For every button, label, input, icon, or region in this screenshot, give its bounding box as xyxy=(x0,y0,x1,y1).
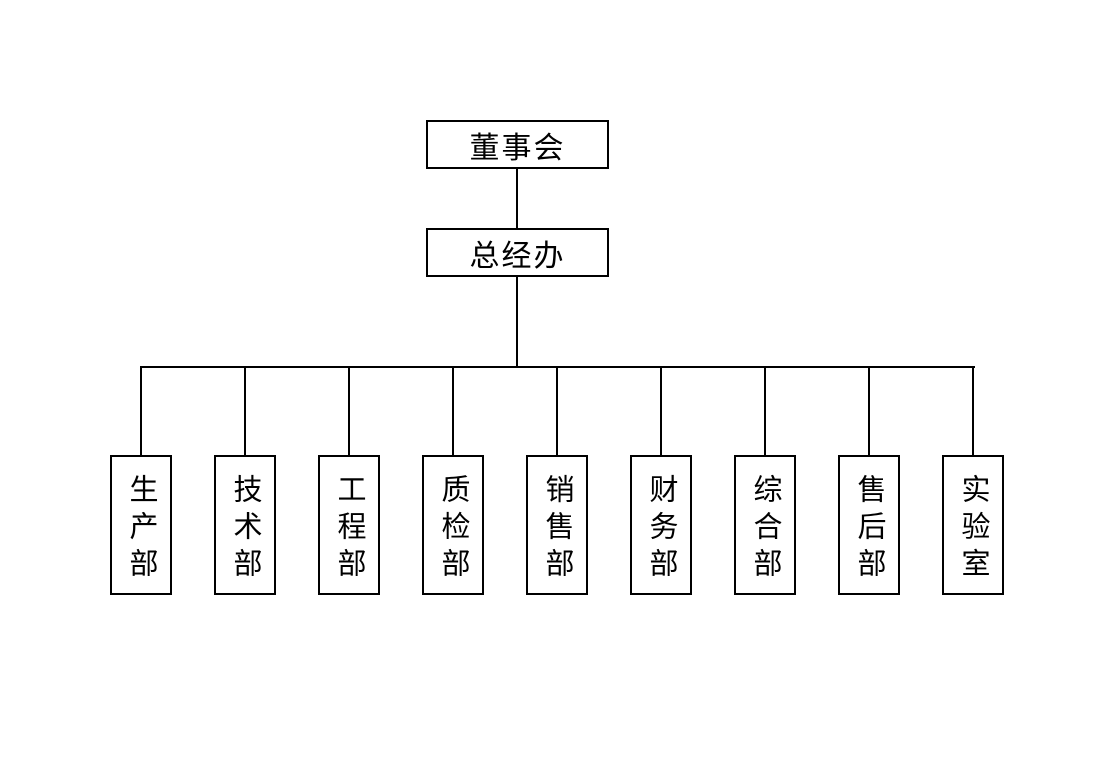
dept-box-quality: 质检部 xyxy=(422,455,484,595)
office-label: 总经办 xyxy=(469,239,566,273)
board-box: 董事会 xyxy=(426,120,609,169)
dept-box-technology: 技术部 xyxy=(214,455,276,595)
connector-drop-general xyxy=(764,367,766,455)
board-label: 董事会 xyxy=(469,131,566,165)
connector-drop-aftersales xyxy=(868,367,870,455)
dept-label-engineering: 工程部 xyxy=(333,473,365,585)
dept-label-production: 生产部 xyxy=(125,473,157,585)
connector-drop-engineering xyxy=(348,367,350,455)
dept-label-finance: 财务部 xyxy=(645,473,677,585)
dept-box-production: 生产部 xyxy=(110,455,172,595)
connector-drop-production xyxy=(140,367,142,455)
connector-drop-quality xyxy=(452,367,454,455)
dept-box-laboratory: 实验室 xyxy=(942,455,1004,595)
dept-box-sales: 销售部 xyxy=(526,455,588,595)
connector-office-rail xyxy=(516,276,518,367)
dept-label-aftersales: 售后部 xyxy=(853,473,885,585)
dept-label-laboratory: 实验室 xyxy=(957,473,989,585)
dept-box-aftersales: 售后部 xyxy=(838,455,900,595)
connector-drop-laboratory xyxy=(972,367,974,455)
dept-box-general: 综合部 xyxy=(734,455,796,595)
connector-drop-finance xyxy=(660,367,662,455)
connector-board-office xyxy=(516,169,518,228)
dept-label-technology: 技术部 xyxy=(229,473,261,585)
connector-drop-technology xyxy=(244,367,246,455)
dept-label-general: 综合部 xyxy=(749,473,781,585)
dept-box-engineering: 工程部 xyxy=(318,455,380,595)
dept-label-quality: 质检部 xyxy=(437,473,469,585)
dept-label-sales: 销售部 xyxy=(541,473,573,585)
connector-drop-sales xyxy=(556,367,558,455)
office-box: 总经办 xyxy=(426,228,609,277)
dept-box-finance: 财务部 xyxy=(630,455,692,595)
